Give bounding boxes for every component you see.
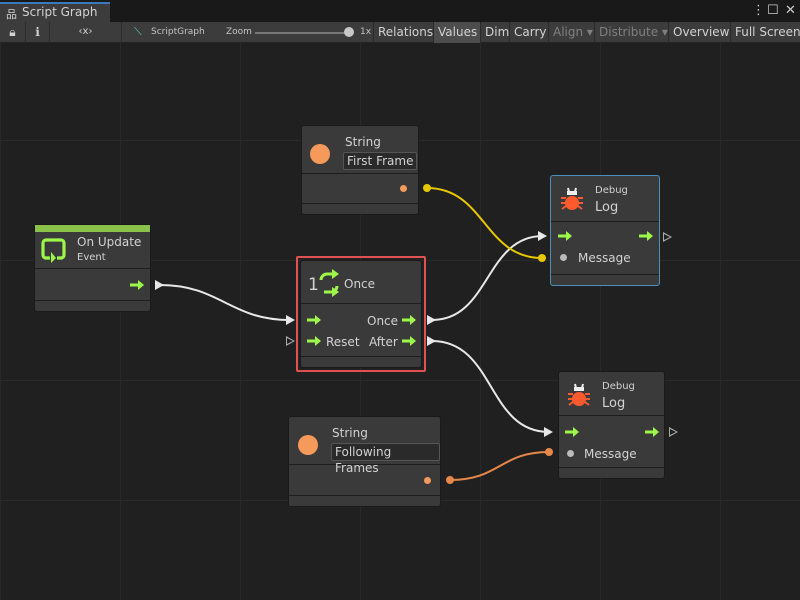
lock-button[interactable]: 🔒︎ (0, 22, 25, 43)
wire-endpoint (538, 254, 546, 262)
node-category: Debug (602, 381, 635, 392)
wire-endpoint (545, 448, 553, 456)
toolbar-button-values[interactable]: Values (433, 22, 480, 43)
toolbar-button-carry[interactable]: Carry (509, 22, 548, 43)
wire-endpoint (446, 476, 454, 484)
flow-output-port[interactable] (669, 427, 678, 437)
node-once[interactable]: 1 Once Once Reset After (300, 260, 422, 368)
kebab-menu-icon[interactable]: ⋮ (752, 3, 765, 18)
zoom-slider[interactable] (255, 32, 347, 34)
once-icon (319, 269, 339, 297)
input-label-reset: Reset (326, 335, 360, 349)
node-string-first-frame[interactable]: String First Frame (301, 125, 419, 215)
toolbar-button-full-screen[interactable]: Full Screen (730, 22, 800, 43)
variables-button[interactable]: ‹x› (49, 22, 121, 43)
close-icon[interactable]: ✕ (785, 3, 796, 18)
variables-label: ‹x› (78, 26, 93, 37)
string-icon (310, 144, 330, 164)
string-value-field[interactable]: Following Frames (331, 443, 440, 475)
toolbar-button-align[interactable]: Align ▾ (548, 22, 594, 43)
flow-input-port[interactable] (286, 315, 295, 325)
flow-output-arrow-icon[interactable] (645, 427, 659, 437)
toolbar-button-dim[interactable]: Dim (480, 22, 509, 43)
node-category: Debug (595, 185, 628, 196)
node-subtitle: Event (77, 252, 106, 263)
info-button[interactable]: ℹ (25, 22, 49, 43)
node-debug-log-2[interactable]: Debug Log Message (558, 371, 665, 479)
wire-string1-to-message (426, 187, 543, 259)
graph-hierarchy-icon: 品 (6, 8, 17, 21)
bug-icon (568, 383, 590, 406)
once-icon-number: 1 (308, 275, 319, 295)
toolbar-button-relations[interactable]: Relations (373, 22, 433, 43)
bug-icon (561, 187, 583, 210)
flow-output-arrow-icon[interactable] (402, 336, 416, 346)
asset-breadcrumb[interactable]: ScriptGraph (151, 27, 205, 37)
lock-icon: 🔒︎ (9, 25, 16, 39)
input-label-message: Message (584, 447, 637, 461)
flow-input-port[interactable] (538, 231, 547, 241)
message-input-dot[interactable] (560, 254, 567, 261)
zoom-label: Zoom (226, 27, 252, 37)
flow-output-arrow-icon[interactable] (402, 315, 416, 325)
toolbar-button-distribute[interactable]: Distribute ▾ (594, 22, 668, 43)
flow-output-arrow-icon[interactable] (639, 231, 653, 241)
flow-input-arrow-icon[interactable] (307, 336, 321, 346)
flow-output-port[interactable] (155, 280, 164, 290)
zoom-slider-handle[interactable] (344, 27, 354, 37)
flow-input-arrow-icon[interactable] (565, 427, 579, 437)
node-title: On Update (77, 235, 142, 249)
tab-title: Script Graph (22, 5, 98, 19)
wire-once-to-log1 (431, 235, 544, 321)
output-label-after: After (369, 335, 398, 349)
tab-script-graph[interactable]: 品 Script Graph (0, 2, 110, 22)
maximize-icon[interactable]: ☐ (767, 3, 779, 18)
wire-endpoint (423, 184, 431, 192)
wire-update-to-once (159, 284, 291, 321)
breadcrumb: ⟍ ScriptGraph Zoom 1x (121, 22, 373, 43)
node-title: String (345, 135, 381, 149)
node-title: Log (595, 200, 619, 215)
flow-input-arrow-icon[interactable] (558, 231, 572, 241)
toolbar-button-overview[interactable]: Overview (668, 22, 730, 43)
reset-input-port[interactable] (286, 336, 295, 346)
script-graph-icon: ⟍ (134, 25, 142, 38)
value-output-port[interactable] (400, 185, 407, 192)
once-output-port[interactable] (427, 315, 436, 325)
wire-string2-to-message (449, 451, 550, 481)
node-debug-log-1[interactable]: Debug Log Message (550, 175, 660, 286)
string-value-field[interactable]: First Frame (343, 152, 418, 170)
wire-after-to-log2 (431, 340, 550, 433)
node-title: Once (344, 277, 376, 291)
node-title: Log (602, 396, 626, 411)
node-string-following-frames[interactable]: String Following Frames (288, 416, 441, 507)
value-output-port[interactable] (424, 477, 431, 484)
input-label-message: Message (578, 251, 631, 265)
tab-bar: 品 Script Graph ⋮ ☐ ✕ (0, 0, 800, 22)
toolbar: 🔒︎ ℹ ‹x› ⟍ ScriptGraph Zoom 1x Relations… (0, 22, 800, 43)
update-loop-icon (41, 238, 66, 263)
node-title: String (332, 426, 368, 440)
event-color-bar (35, 225, 150, 232)
selection-outline (296, 256, 426, 372)
zoom-value: 1x (360, 27, 372, 37)
after-output-port[interactable] (427, 336, 436, 346)
message-input-dot[interactable] (567, 450, 574, 457)
string-icon (298, 435, 318, 455)
flow-output-arrow-icon[interactable] (130, 280, 144, 290)
flow-input-arrow-icon[interactable] (307, 315, 321, 325)
output-label-once: Once (367, 314, 399, 328)
info-icon: ℹ (35, 25, 40, 39)
flow-output-port[interactable] (663, 232, 672, 242)
flow-input-port[interactable] (544, 427, 553, 437)
node-on-update[interactable]: On Update Event (34, 224, 151, 312)
